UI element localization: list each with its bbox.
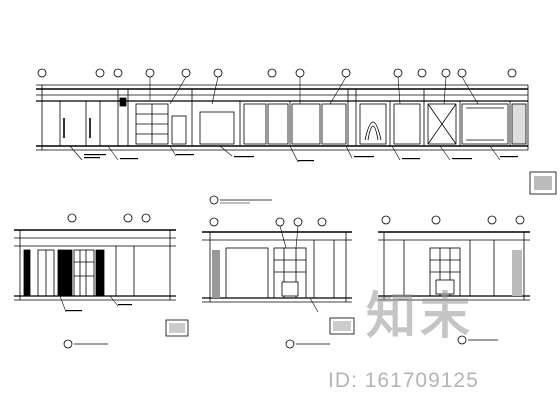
elevation-detail-left bbox=[14, 213, 189, 349]
elevation-detail-right bbox=[378, 215, 530, 345]
view-title-top bbox=[209, 195, 272, 205]
watermark-id: ID: 161709125 bbox=[328, 369, 479, 392]
watermark-logo: 知末 bbox=[366, 287, 474, 345]
long-wall-elevation bbox=[36, 68, 557, 195]
elevation-detail-center bbox=[202, 217, 355, 349]
axis-bubbles-top bbox=[37, 68, 517, 78]
